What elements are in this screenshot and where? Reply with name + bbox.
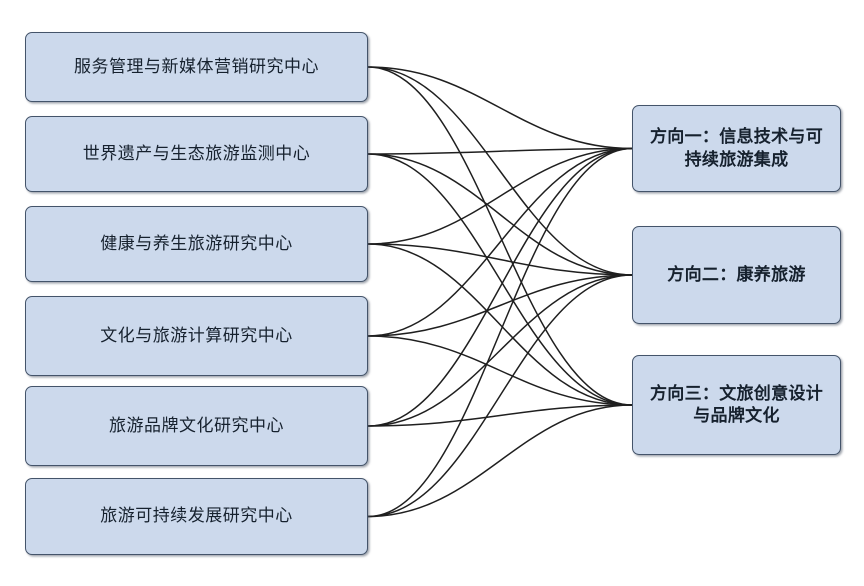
edge-c1-d2 [367, 66, 633, 276]
edge-c2-d2 [367, 153, 633, 276]
node-label: 旅游品牌文化研究中心 [109, 415, 284, 435]
node-label: 健康与养生旅游研究中心 [100, 233, 293, 253]
edge-c2-d3 [367, 153, 633, 406]
edge-c2-d1 [367, 147, 633, 155]
edge-c3-d3 [367, 243, 633, 406]
research-center-node-3[interactable]: 健康与养生旅游研究中心 [25, 206, 368, 282]
node-label: 方向三：文旅创意设计 与品牌文化 [650, 383, 823, 425]
edge-c1-d3 [367, 66, 633, 406]
edge-c1-d1 [367, 66, 633, 150]
node-label: 服务管理与新媒体营销研究中心 [74, 56, 319, 76]
research-center-node-1[interactable]: 服务管理与新媒体营销研究中心 [25, 32, 368, 102]
edge-c4-d2 [367, 274, 633, 337]
node-label: 世界遗产与生态旅游监测中心 [82, 143, 311, 163]
edge-c6-d1 [367, 147, 633, 518]
edge-c6-d3 [367, 404, 633, 518]
edge-c5-d2 [367, 274, 633, 427]
edge-c5-d3 [367, 404, 633, 427]
edge-c4-d1 [367, 147, 633, 337]
research-center-node-2[interactable]: 世界遗产与生态旅游监测中心 [25, 116, 368, 192]
direction-node-1[interactable]: 方向一：信息技术与可 持续旅游集成 [632, 105, 841, 192]
direction-node-3[interactable]: 方向三：文旅创意设计 与品牌文化 [632, 355, 841, 455]
node-label: 方向一：信息技术与可 持续旅游集成 [650, 127, 823, 169]
direction-node-2[interactable]: 方向二：康养旅游 [632, 226, 841, 324]
research-center-node-6[interactable]: 旅游可持续发展研究中心 [25, 478, 368, 555]
research-center-node-4[interactable]: 文化与旅游计算研究中心 [25, 296, 368, 376]
edge-c3-d2 [367, 243, 633, 276]
edge-c5-d1 [367, 147, 633, 427]
node-label: 文化与旅游计算研究中心 [100, 325, 293, 345]
edge-c3-d1 [367, 147, 633, 245]
node-label: 方向二：康养旅游 [667, 264, 806, 284]
edge-c4-d3 [367, 335, 633, 406]
node-label: 旅游可持续发展研究中心 [100, 506, 293, 526]
research-center-node-5[interactable]: 旅游品牌文化研究中心 [25, 386, 368, 466]
edge-c6-d2 [367, 274, 633, 518]
